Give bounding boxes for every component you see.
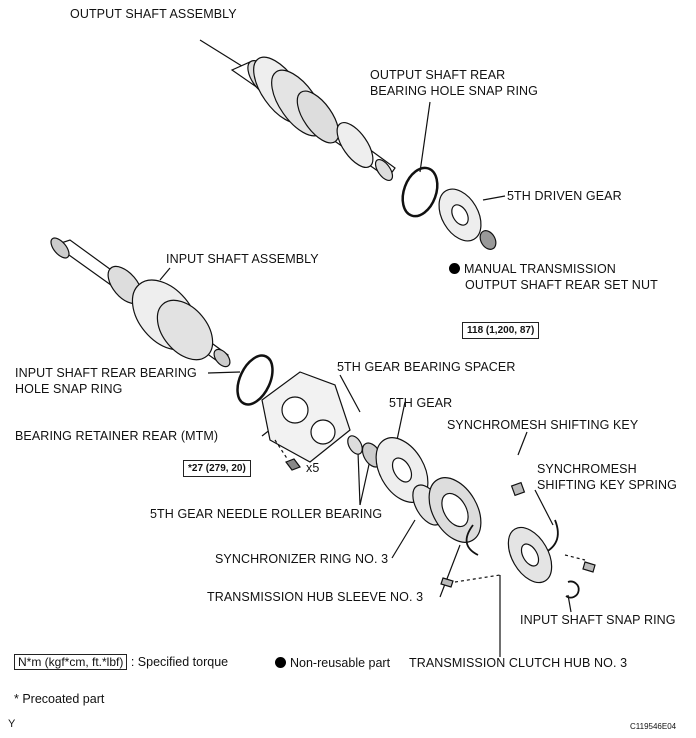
legend-torque: N*m (kgf*cm, ft.*lbf) : Specified torque xyxy=(14,654,229,670)
torque-set-nut: 118 (1,200, 87) xyxy=(462,322,540,339)
label-input-shaft-snap-ring: INPUT SHAFT SNAP RING xyxy=(520,613,676,627)
input-shaft-assembly-drawing xyxy=(50,237,231,368)
legend-torque-units: N*m (kgf*cm, ft.*lbf) xyxy=(14,654,128,670)
label-bolt-quantity: x5 xyxy=(306,461,320,475)
label-output-snap-ring-line2: BEARING HOLE SNAP RING xyxy=(370,84,538,98)
label-input-snap-ring-line2: HOLE SNAP RING xyxy=(15,382,123,396)
output-snap-ring-drawing xyxy=(401,166,439,218)
label-output-snap-ring-line1: OUTPUT SHAFT REAR xyxy=(370,68,506,82)
label-bearing-spacer: 5TH GEAR BEARING SPACER xyxy=(337,360,516,374)
figure-code: C119546E04 xyxy=(630,722,677,731)
label-synchronizer-ring: SYNCHRONIZER RING NO. 3 xyxy=(215,552,389,566)
label-key-spring-line2: SHIFTING KEY SPRING xyxy=(537,478,677,492)
label-bearing-retainer: BEARING RETAINER REAR (MTM) xyxy=(15,429,219,443)
set-nut-drawing xyxy=(479,230,497,250)
input-shaft-snap-ring-drawing xyxy=(565,580,580,599)
label-set-nut-line1: MANUAL TRANSMISSION xyxy=(449,262,616,277)
bolt-drawing xyxy=(285,458,301,471)
legend-torque-desc: : Specified torque xyxy=(130,655,229,669)
bearing-retainer-drawing xyxy=(261,371,351,463)
key-spring-drawing xyxy=(465,524,479,556)
output-shaft-assembly-drawing xyxy=(230,56,396,182)
label-shifting-key: SYNCHROMESH SHIFTING KEY xyxy=(447,418,639,432)
torque-retainer-bolt: *27 (279, 20) xyxy=(183,460,251,477)
shifting-key-drawing xyxy=(510,481,526,497)
label-needle-bearing: 5TH GEAR NEEDLE ROLLER BEARING xyxy=(150,507,383,521)
legend-precoated: * Precoated part xyxy=(14,692,105,706)
label-key-spring-line1: SYNCHROMESH xyxy=(537,462,637,476)
label-clutch-hub: TRANSMISSION CLUTCH HUB NO. 3 xyxy=(409,656,628,670)
label-fifth-gear: 5TH GEAR xyxy=(389,396,453,410)
legend-nonreusable-text: Non-reusable part xyxy=(290,656,391,670)
set-nut-line1-text: MANUAL TRANSMISSION xyxy=(464,262,616,276)
nonreusable-dot-icon xyxy=(449,263,460,274)
label-set-nut-line2: OUTPUT SHAFT REAR SET NUT xyxy=(465,278,658,292)
label-hub-sleeve: TRANSMISSION HUB SLEEVE NO. 3 xyxy=(207,590,424,604)
legend-nonreusable: Non-reusable part xyxy=(275,656,390,670)
label-input-snap-ring-line1: INPUT SHAFT REAR BEARING xyxy=(15,366,197,380)
legend-dot-icon xyxy=(275,657,286,668)
needle-bearing-drawing xyxy=(347,435,363,455)
label-fifth-driven-gear: 5TH DRIVEN GEAR xyxy=(507,189,622,203)
label-input-shaft-assembly: INPUT SHAFT ASSEMBLY xyxy=(166,252,319,266)
corner-mark-left: Y xyxy=(8,718,16,730)
input-snap-ring-drawing xyxy=(236,354,274,406)
label-output-shaft-assembly: OUTPUT SHAFT ASSEMBLY xyxy=(70,7,237,21)
